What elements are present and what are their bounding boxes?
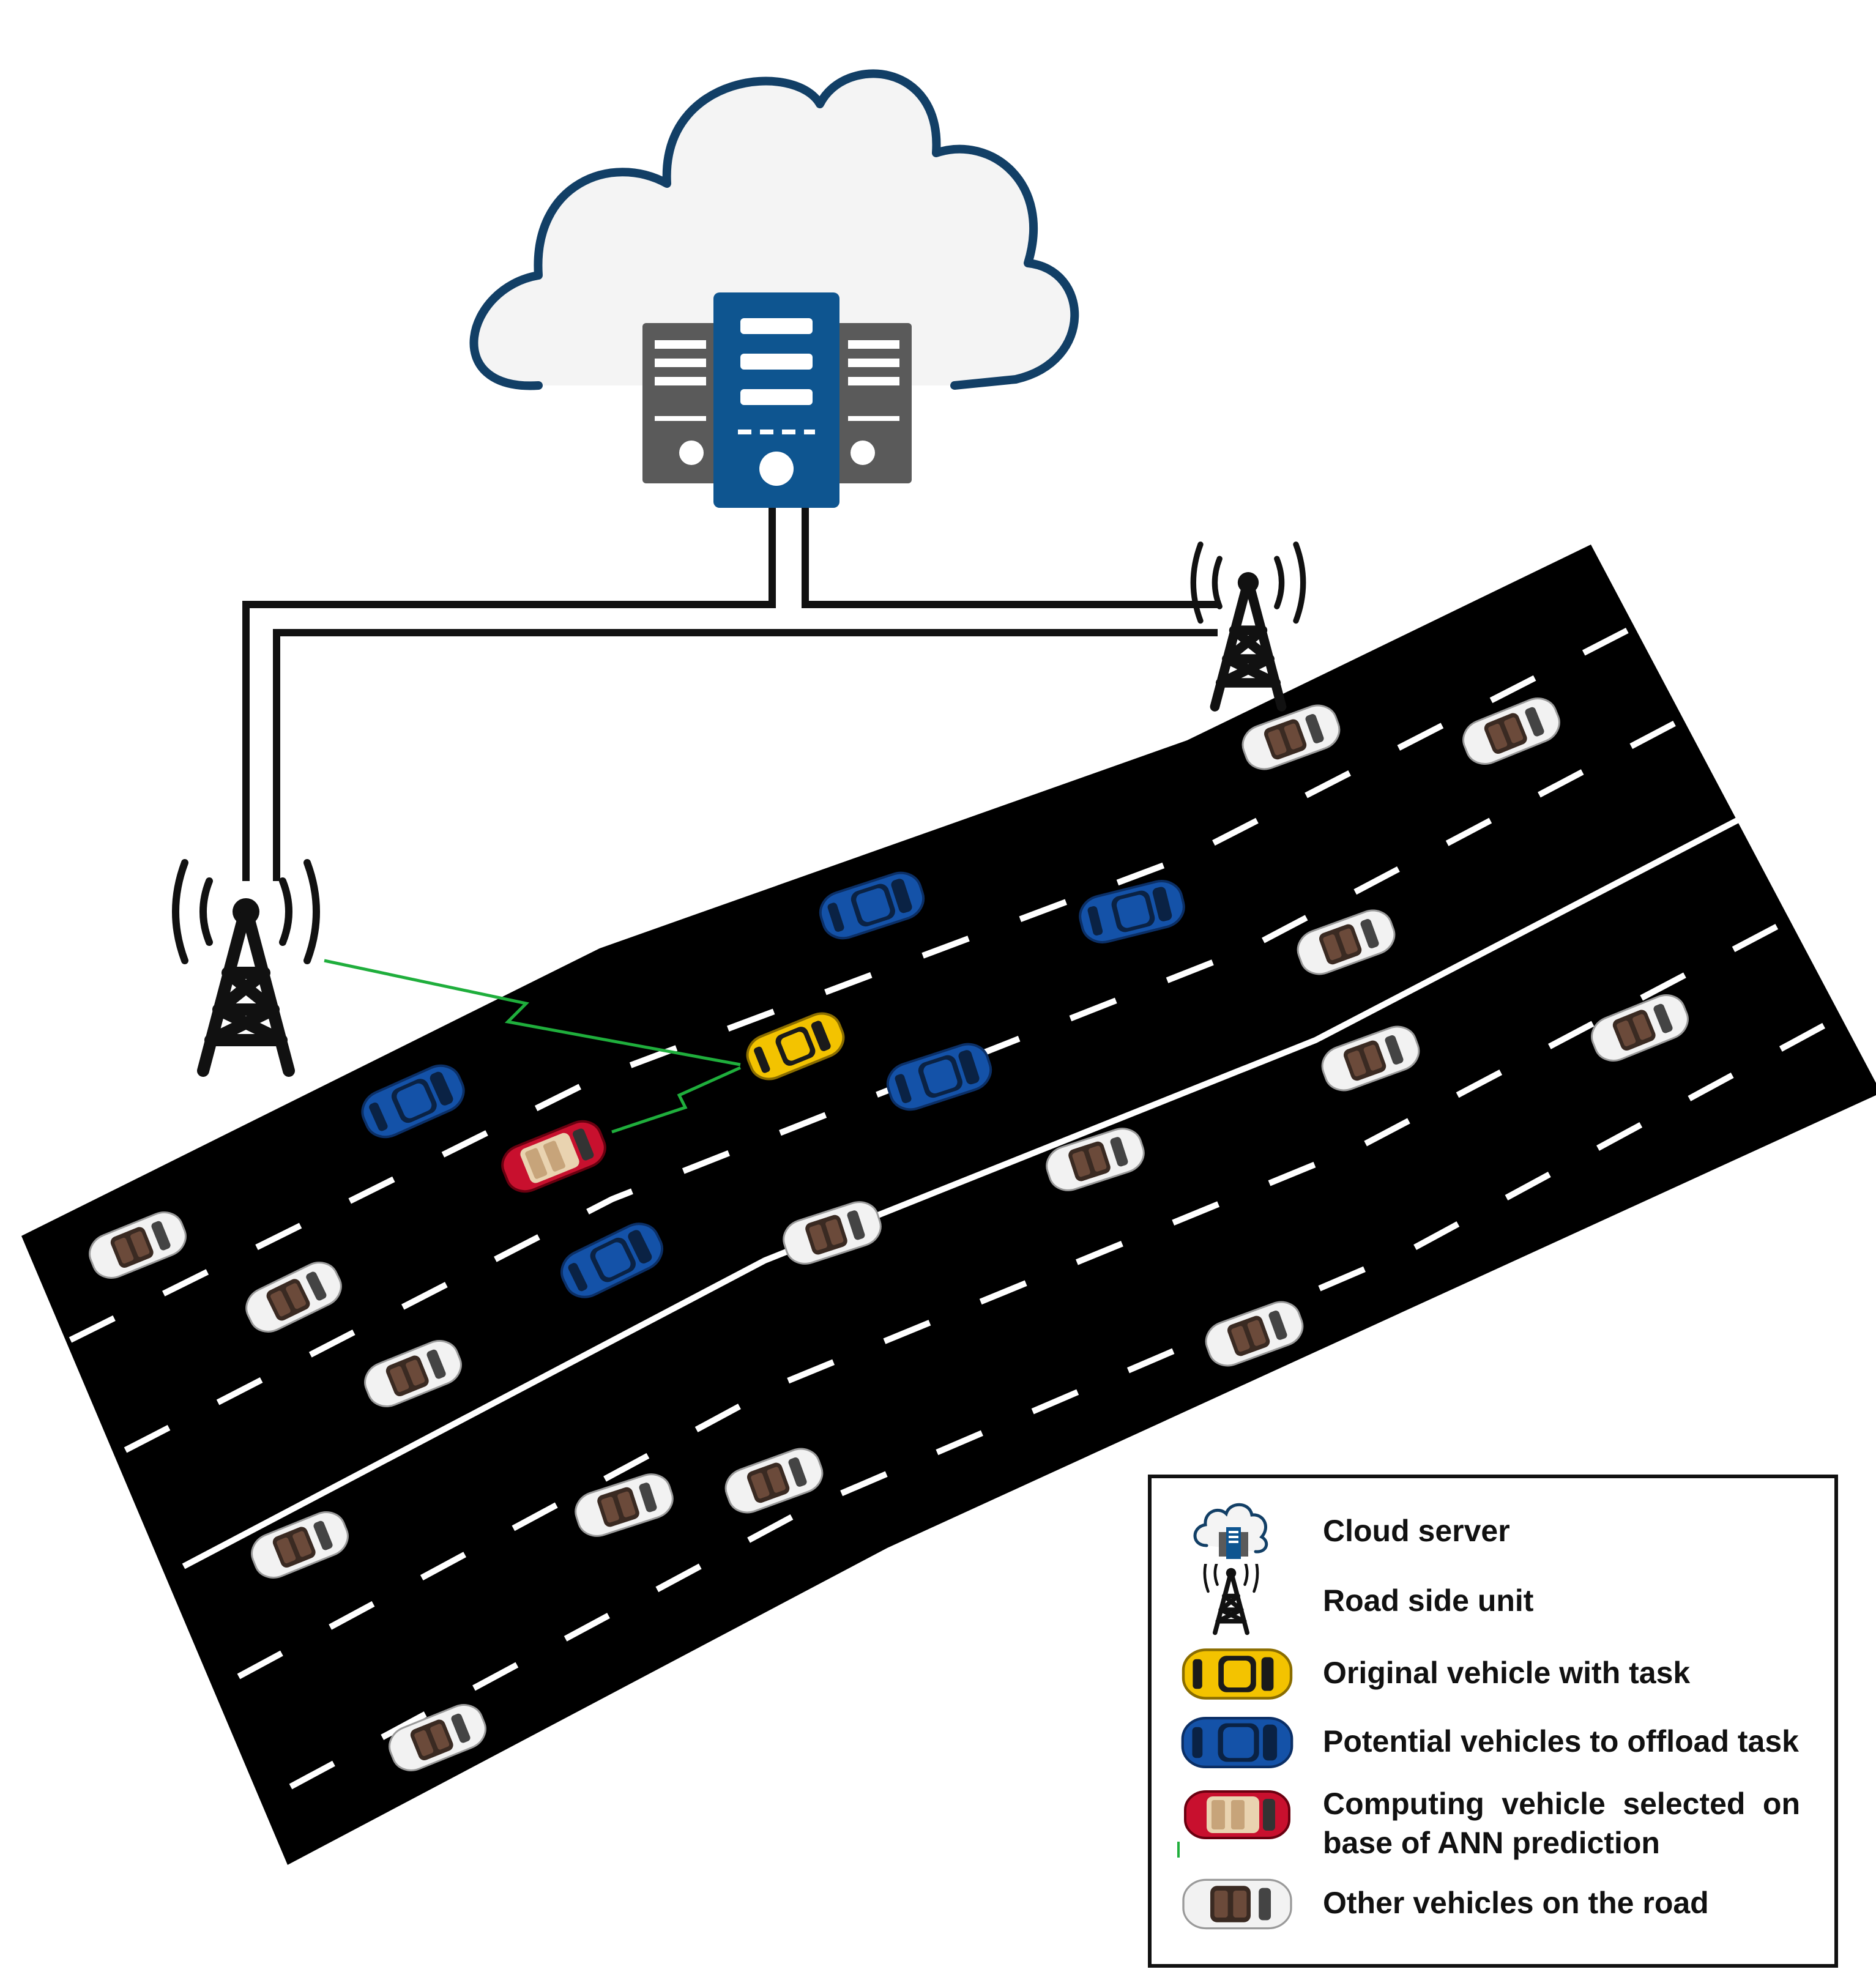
legend-label-other-vehicles: Other vehicles on the road	[1323, 1886, 1709, 1920]
legend-label-potential-vehicles: Potential vehicles to offload task	[1323, 1724, 1799, 1758]
server-rack-main	[713, 292, 839, 508]
legend-label-computing-vehicle: Computing vehicle selected on base of AN…	[1323, 1784, 1800, 1862]
road-surface	[21, 545, 1876, 1865]
wireless-links	[324, 959, 742, 1134]
red-car-icon	[1176, 1784, 1298, 1861]
legend-label-computing-line-1: Computing vehicle selected on	[1323, 1787, 1800, 1821]
cloud-server	[469, 69, 1079, 508]
legend-label-road-side-unit: Road side unit	[1323, 1583, 1534, 1618]
yellow-car-icon	[1176, 1645, 1298, 1706]
legend: Cloud server Road side unit Original veh…	[1148, 1475, 1838, 1968]
server-rack-right	[836, 323, 912, 483]
legend-label-original-vehicle: Original vehicle with task	[1323, 1656, 1691, 1690]
rsu-tower-right	[1193, 545, 1303, 707]
road-median	[182, 811, 1752, 1569]
multi-lane-road	[21, 545, 1876, 1865]
rsu-tower-left	[176, 863, 316, 1071]
blue-car-icon	[1176, 1713, 1298, 1775]
server-rack-left	[642, 323, 718, 483]
link-rsu-to-original	[324, 959, 741, 1066]
lane-markings	[69, 624, 1876, 1790]
white-car-icon	[1176, 1875, 1298, 1936]
cloud-server-icon	[1188, 1497, 1274, 1567]
legend-label-computing-line-2: base of ANN prediction	[1323, 1826, 1660, 1860]
rsu-tower-icon	[1200, 1564, 1262, 1640]
link-original-to-computing	[611, 1066, 742, 1134]
legend-label-cloud-server: Cloud server	[1323, 1514, 1510, 1548]
wired-backhaul	[242, 508, 1218, 881]
cloud-shape	[469, 69, 1079, 390]
